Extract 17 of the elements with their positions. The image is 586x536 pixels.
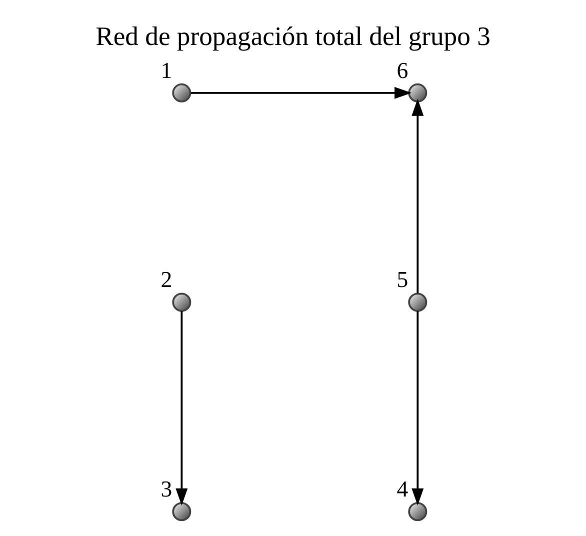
diagram-title: Red de propagación total del grupo 3 [96, 20, 490, 51]
node-label: 3 [160, 476, 172, 502]
arrow [412, 98, 424, 294]
arrow [176, 311, 188, 506]
node-label: 1 [160, 58, 172, 83]
arrow [412, 311, 424, 506]
node-circle [408, 502, 428, 522]
node-label: 5 [396, 267, 408, 292]
node-circle [408, 83, 428, 102]
node-circle [172, 292, 192, 312]
node-circle [172, 502, 192, 522]
node-label: 2 [160, 267, 172, 292]
node-label: 4 [396, 476, 408, 502]
arrow [190, 86, 412, 99]
node-circle [172, 83, 192, 102]
node-circle [408, 292, 428, 312]
node-label: 6 [396, 58, 408, 83]
